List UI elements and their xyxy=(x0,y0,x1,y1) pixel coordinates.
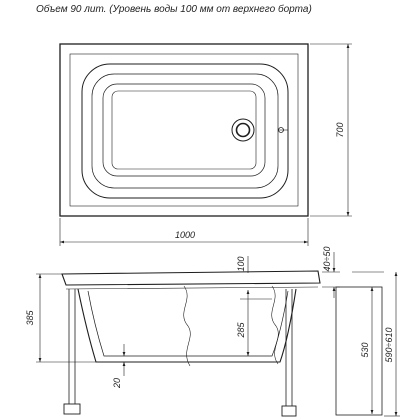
bottom-label: 20 xyxy=(112,378,122,389)
leg-right xyxy=(281,405,297,417)
basin-floor xyxy=(111,90,257,170)
side-view-dimensions xyxy=(36,252,400,417)
top-view-dimensions xyxy=(59,43,352,246)
basin-bottom-contour xyxy=(102,83,266,177)
total-height-label: 590÷610 xyxy=(384,328,394,363)
panel-height-label: 530 xyxy=(360,342,370,357)
height-label: 385 xyxy=(25,310,35,326)
tub-inner-rim xyxy=(69,53,299,207)
tub-shell-inner xyxy=(87,290,289,357)
cutaway-line-right xyxy=(271,285,279,365)
basin-outer-contour xyxy=(81,63,289,199)
leg-left xyxy=(63,403,81,415)
drain-outer-icon xyxy=(231,118,255,142)
water-level-label: 100 xyxy=(236,256,246,271)
tub-outer-rim xyxy=(59,43,309,217)
top-view xyxy=(59,43,309,217)
cutaway-line-left xyxy=(183,285,191,367)
basin-ledge-contour xyxy=(91,73,279,189)
drain-icon xyxy=(235,122,251,138)
rim-label: 40÷50 xyxy=(322,247,332,272)
depth-label: 700 xyxy=(335,122,345,137)
front-panel xyxy=(335,286,383,416)
tub-rim xyxy=(61,270,321,286)
inner-depth-label: 285 xyxy=(236,322,246,339)
side-view xyxy=(61,270,383,417)
width-label: 1000 xyxy=(175,230,195,240)
volume-caption: Объем 90 лит. (Уровень воды 100 мм от ве… xyxy=(36,3,312,15)
